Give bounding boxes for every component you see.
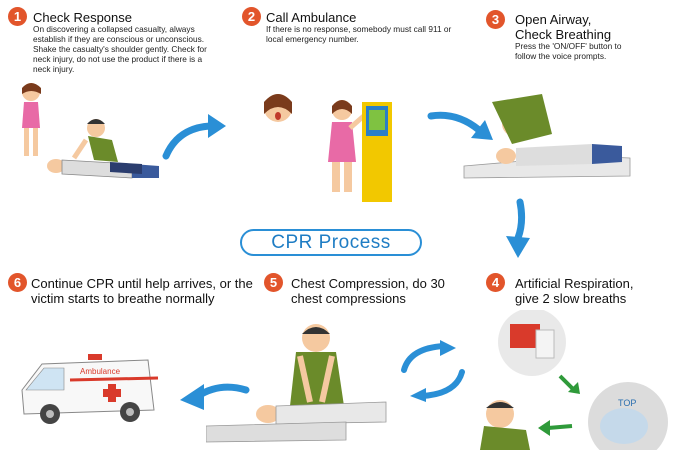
flow-arrow — [176, 378, 252, 414]
flow-arrow — [427, 106, 497, 146]
cpr-process-label: CPR Process — [240, 229, 422, 256]
step-title: Call Ambulance — [266, 10, 357, 25]
artificial-respiration-illustration: TOP — [476, 310, 682, 450]
ambulance-text: Ambulance — [80, 367, 121, 376]
cycle-arrows — [398, 340, 468, 402]
flow-arrow — [500, 198, 536, 260]
chest-compression-illustration — [206, 316, 396, 446]
step-title: Open Airway, Check Breathing — [515, 12, 612, 42]
step-number-badge: 2 — [242, 7, 261, 26]
step-description: If there is no response, somebody must c… — [266, 24, 452, 44]
mask-top-label: TOP — [618, 398, 636, 408]
step-title: Artificial Respiration, give 2 slow brea… — [515, 276, 634, 306]
step-number-badge: 3 — [486, 10, 505, 29]
open-airway-illustration — [462, 84, 632, 184]
step-title: Check Response — [33, 10, 132, 25]
ambulance-illustration: Ambulance — [18, 350, 162, 430]
step-number-badge: 1 — [8, 7, 27, 26]
flow-arrow — [160, 112, 230, 162]
step-number-badge: 6 — [8, 273, 27, 292]
step-title: Continue CPR until help arrives, or the … — [31, 276, 253, 306]
step-number-badge: 4 — [486, 273, 505, 292]
step-description: Press the 'ON/OFF' button to follow the … — [515, 41, 622, 61]
step-description: On discovering a collapsed casualty, alw… — [33, 24, 207, 74]
check-response-illustration — [14, 78, 174, 198]
call-ambulance-illustration — [252, 84, 402, 204]
step-title: Chest Compression, do 30 chest compressi… — [291, 276, 445, 306]
step-number-badge: 5 — [264, 273, 283, 292]
